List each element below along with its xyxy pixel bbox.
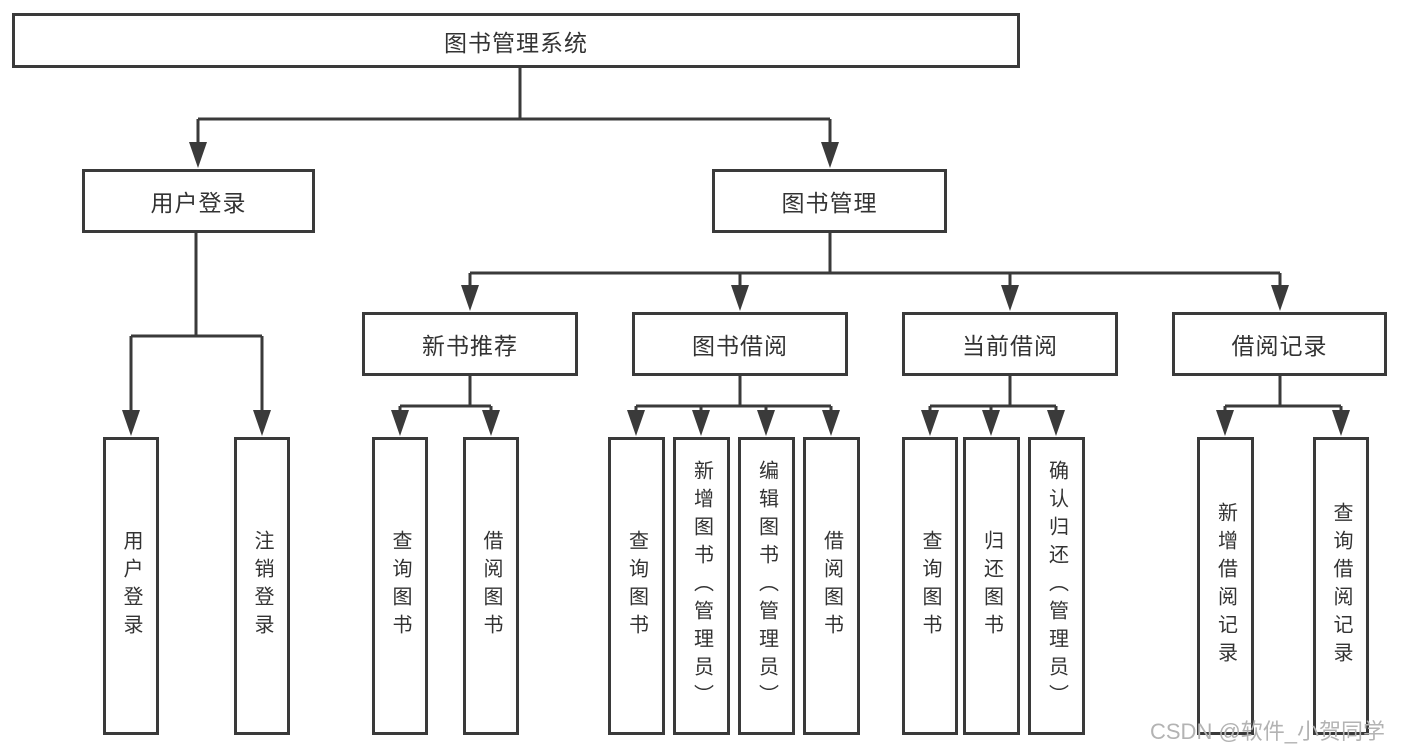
leaf-nb-query-books: 查询图书 — [372, 437, 428, 735]
node-book-management: 图书管理 — [712, 169, 947, 233]
leaf-nb-borrow-books: 借阅图书 — [463, 437, 519, 735]
node-current-borrow: 当前借阅 — [902, 312, 1118, 376]
leaf-br-add-record: 新增借阅记录 — [1197, 437, 1254, 735]
leaf-user-login: 用户登录 — [103, 437, 159, 735]
node-borrow-records: 借阅记录 — [1172, 312, 1387, 376]
leaf-bb-borrow-books: 借阅图书 — [803, 437, 860, 735]
leaf-logout: 注销登录 — [234, 437, 290, 735]
node-new-book-recommend: 新书推荐 — [362, 312, 578, 376]
node-root: 图书管理系统 — [12, 13, 1020, 68]
node-book-borrow: 图书借阅 — [632, 312, 848, 376]
leaf-br-query-record: 查询借阅记录 — [1313, 437, 1369, 735]
node-user-login: 用户登录 — [82, 169, 315, 233]
leaf-cb-confirm-return-admin: 确认归还（管理员） — [1028, 437, 1085, 735]
leaf-cb-return-books: 归还图书 — [963, 437, 1020, 735]
leaf-bb-query-books: 查询图书 — [608, 437, 665, 735]
leaf-cb-query-books: 查询图书 — [902, 437, 958, 735]
leaf-bb-add-books-admin: 新增图书（管理员） — [673, 437, 730, 735]
watermark: CSDN @软件_小贺同学 — [1150, 719, 1386, 744]
leaf-bb-edit-books-admin: 编辑图书（管理员） — [738, 437, 795, 735]
